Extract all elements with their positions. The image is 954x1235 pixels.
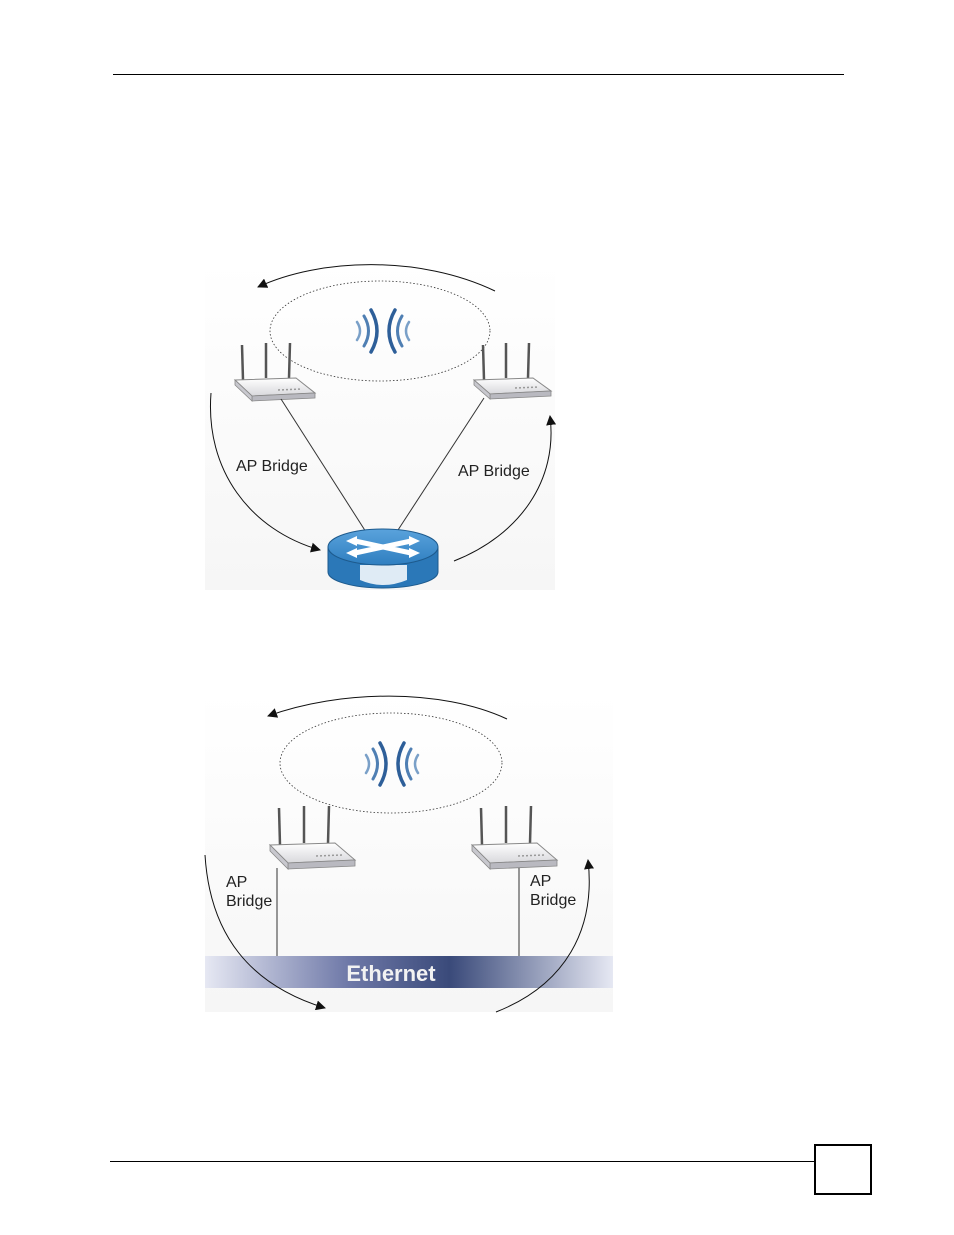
ethernet-label: Ethernet xyxy=(346,961,436,986)
ap-bridge-label-left: AP Bridge xyxy=(236,458,308,475)
ap-bridge-label-right-line1: AP xyxy=(530,873,551,890)
ap-bridge-label-right: AP Bridge xyxy=(458,463,530,480)
ap-bridge-label-left-line1: AP xyxy=(226,874,247,891)
ap-bridge-label-left-line2: Bridge xyxy=(226,893,272,910)
footer-rule xyxy=(110,1161,814,1162)
switch-icon xyxy=(328,529,438,588)
page-number-box xyxy=(814,1144,872,1195)
ap-bridge-label-right-line2: Bridge xyxy=(530,892,576,909)
